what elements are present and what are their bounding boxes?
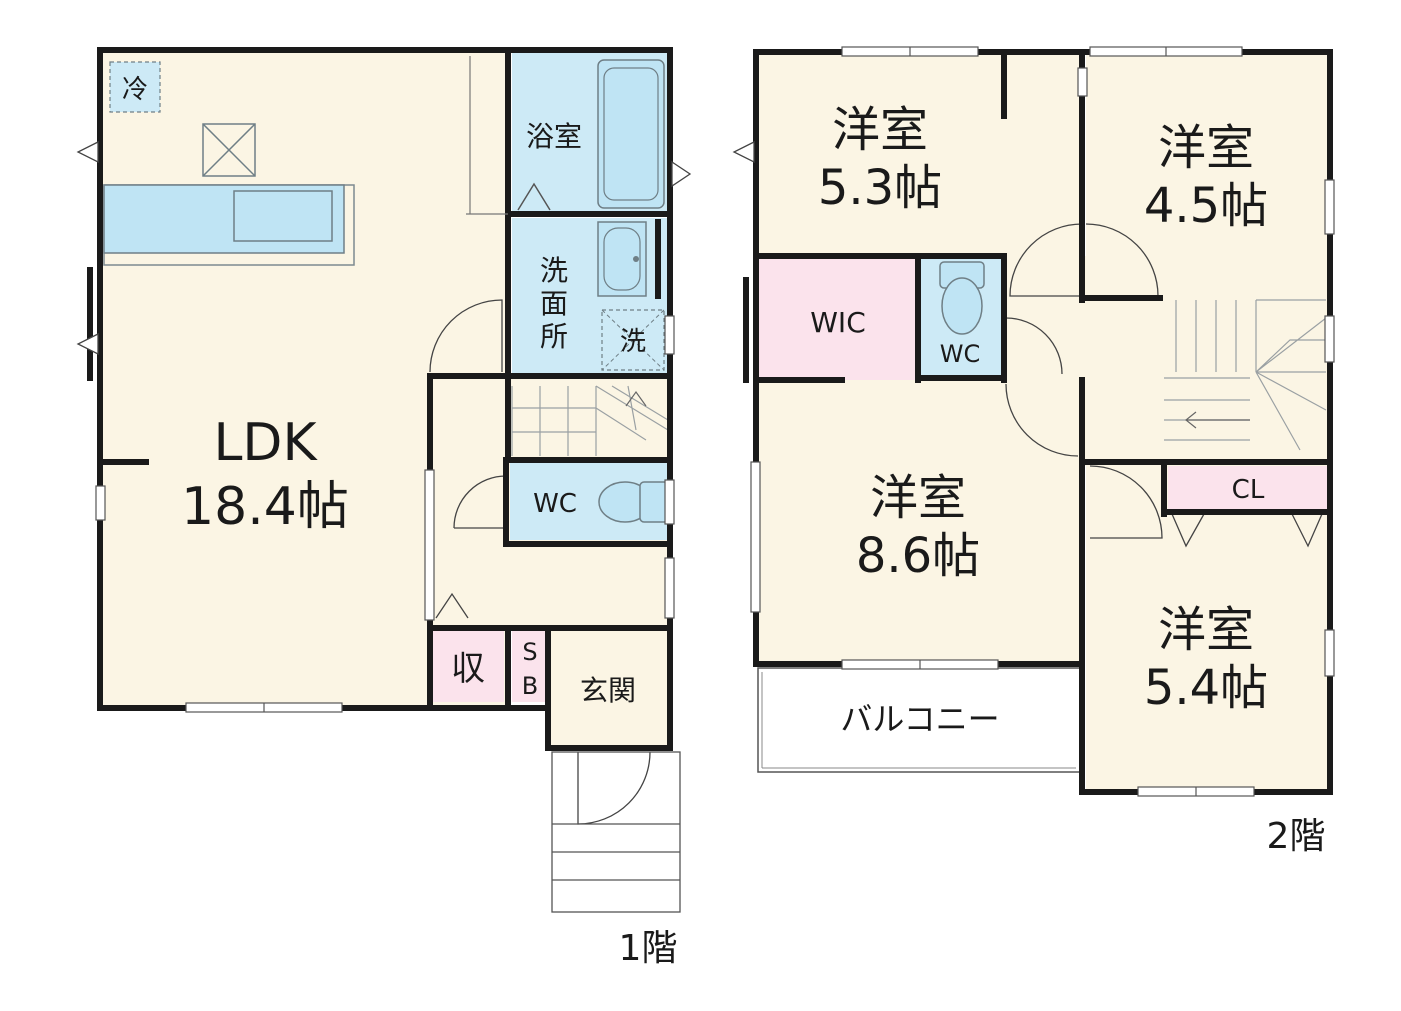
room-b-name: 洋室 [1158, 120, 1254, 176]
wc-2f-label: WC [940, 340, 981, 368]
kitchen-sink [233, 190, 333, 242]
bath-label: 浴室 [526, 120, 582, 153]
wc-2f-door-swing [1005, 317, 1063, 375]
room-a-name: 洋室 [832, 102, 928, 158]
room-b-floor [1086, 52, 1330, 296]
fridge-label: 冷 [122, 75, 148, 105]
closet-floor [1168, 466, 1328, 510]
washroom-label-2: 面 [540, 287, 568, 320]
room-b-size: 4.5帖 [1144, 178, 1268, 234]
closet-door-icon [1171, 513, 1323, 548]
closet-label: CL [1232, 475, 1265, 505]
balcony-label: バルコニー [840, 700, 999, 738]
washbasin-drain [633, 256, 639, 262]
room-c-floor [756, 380, 1082, 664]
windows-2f [750, 46, 1335, 797]
room-d-name: 洋室 [1158, 602, 1254, 658]
washer-label: 洗 [620, 327, 646, 357]
shoebox-label-b: B [522, 672, 538, 700]
wc-door-swing [453, 475, 507, 529]
shoebox-label-s: S [522, 638, 537, 666]
hall-door-icon [435, 592, 469, 619]
bathtub-inner [603, 67, 659, 201]
bath-door-icon [517, 182, 551, 211]
front-door-swing [577, 751, 651, 825]
wic-floor [758, 258, 918, 380]
wc-1f-label: WC [533, 489, 577, 519]
vent-icon [76, 332, 99, 356]
floor-2: 洋室 5.3帖 洋室 4.5帖 洋室 8.6帖 洋室 5.4帖 WIC WC C… [732, 46, 1335, 857]
ldk-name: LDK [213, 413, 318, 473]
balcony-floor [758, 668, 1080, 772]
room-c-size: 8.6帖 [856, 528, 980, 584]
fridge-space [109, 61, 161, 113]
vent-icon [671, 160, 692, 188]
range-hood [202, 123, 256, 177]
room-a-floor [756, 52, 1082, 256]
washroom-label-1: 洗 [540, 254, 568, 287]
bathtub [597, 59, 665, 209]
room-d-size: 5.4帖 [1144, 660, 1268, 716]
ldk-size: 18.4帖 [181, 477, 349, 537]
entrance-label: 玄関 [580, 674, 636, 707]
vent-icon [76, 140, 99, 164]
floor-1-caption: 1階 [619, 928, 678, 969]
walls-1f [87, 47, 673, 751]
entrance-steps [551, 751, 681, 913]
floor-2-caption: 2階 [1267, 816, 1326, 857]
stairs-2f [1164, 299, 1327, 451]
washroom-label-3: 所 [540, 320, 568, 353]
vent-icon [732, 140, 755, 164]
room-c-name: 洋室 [870, 470, 966, 526]
room-d-floor [1086, 462, 1330, 792]
room-d-door-swing [1089, 465, 1163, 539]
washbasin-bowl [603, 227, 641, 291]
ldk-door-swing [429, 299, 503, 373]
wic-label: WIC [810, 306, 866, 339]
walls-2f [743, 49, 1333, 795]
entrance-floor [548, 630, 670, 746]
toilet-2f [939, 261, 985, 335]
stairs-1f [511, 385, 669, 456]
floor-1: 冷 洗 [76, 47, 692, 969]
room-a-size: 5.3帖 [818, 160, 942, 216]
room-c-door-swing [1005, 383, 1079, 457]
storage-label: 収 [451, 649, 485, 689]
windows-1f [95, 315, 675, 713]
shoebox-floor [512, 630, 548, 702]
toilet-1f [598, 481, 669, 523]
storage-floor [432, 630, 504, 702]
